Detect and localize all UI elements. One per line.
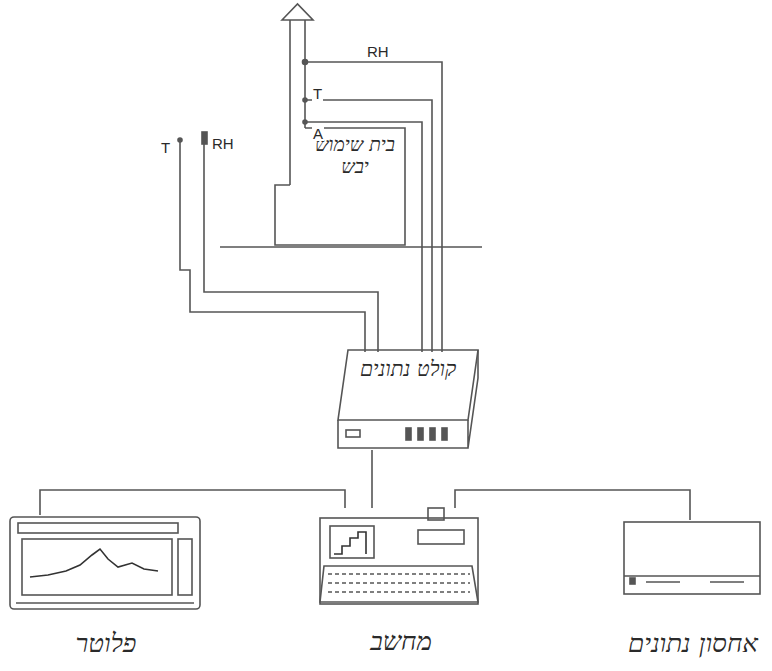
toilet-box: בית שימוש יבש	[275, 128, 405, 245]
node-label: בית שימוש יבש	[311, 134, 399, 178]
sensor-label: RH	[211, 136, 235, 151]
sensor-wire	[180, 168, 365, 352]
sensor-label: RH	[366, 44, 390, 59]
cable-connector	[40, 490, 345, 515]
data-storage-device: אחסון נתונים	[622, 520, 764, 660]
data-logger: קולט נתונים	[338, 350, 478, 450]
vent-pipe	[304, 18, 306, 128]
node-label: אחסון נתונים	[622, 629, 764, 658]
sensor-label: T	[160, 140, 171, 155]
sensor-wire	[305, 100, 432, 352]
plotter-device: פלוטר	[8, 515, 204, 660]
computer-device: מחשב	[318, 508, 484, 658]
sensor-probe	[202, 132, 207, 144]
vent-pipe	[289, 18, 291, 185]
cable-connector	[372, 450, 373, 508]
sensor-wire	[305, 62, 442, 352]
sensor-label: A	[312, 126, 324, 141]
cable-connector	[455, 490, 690, 520]
node-label: קולט נתונים	[352, 358, 464, 381]
node-label: פלוטר	[8, 629, 204, 658]
vent-arrow	[282, 4, 313, 20]
node-label: מחשב	[318, 627, 484, 656]
sensor-dot	[178, 138, 182, 142]
sensor-probe	[179, 142, 181, 168]
sensor-label: T	[312, 86, 323, 101]
